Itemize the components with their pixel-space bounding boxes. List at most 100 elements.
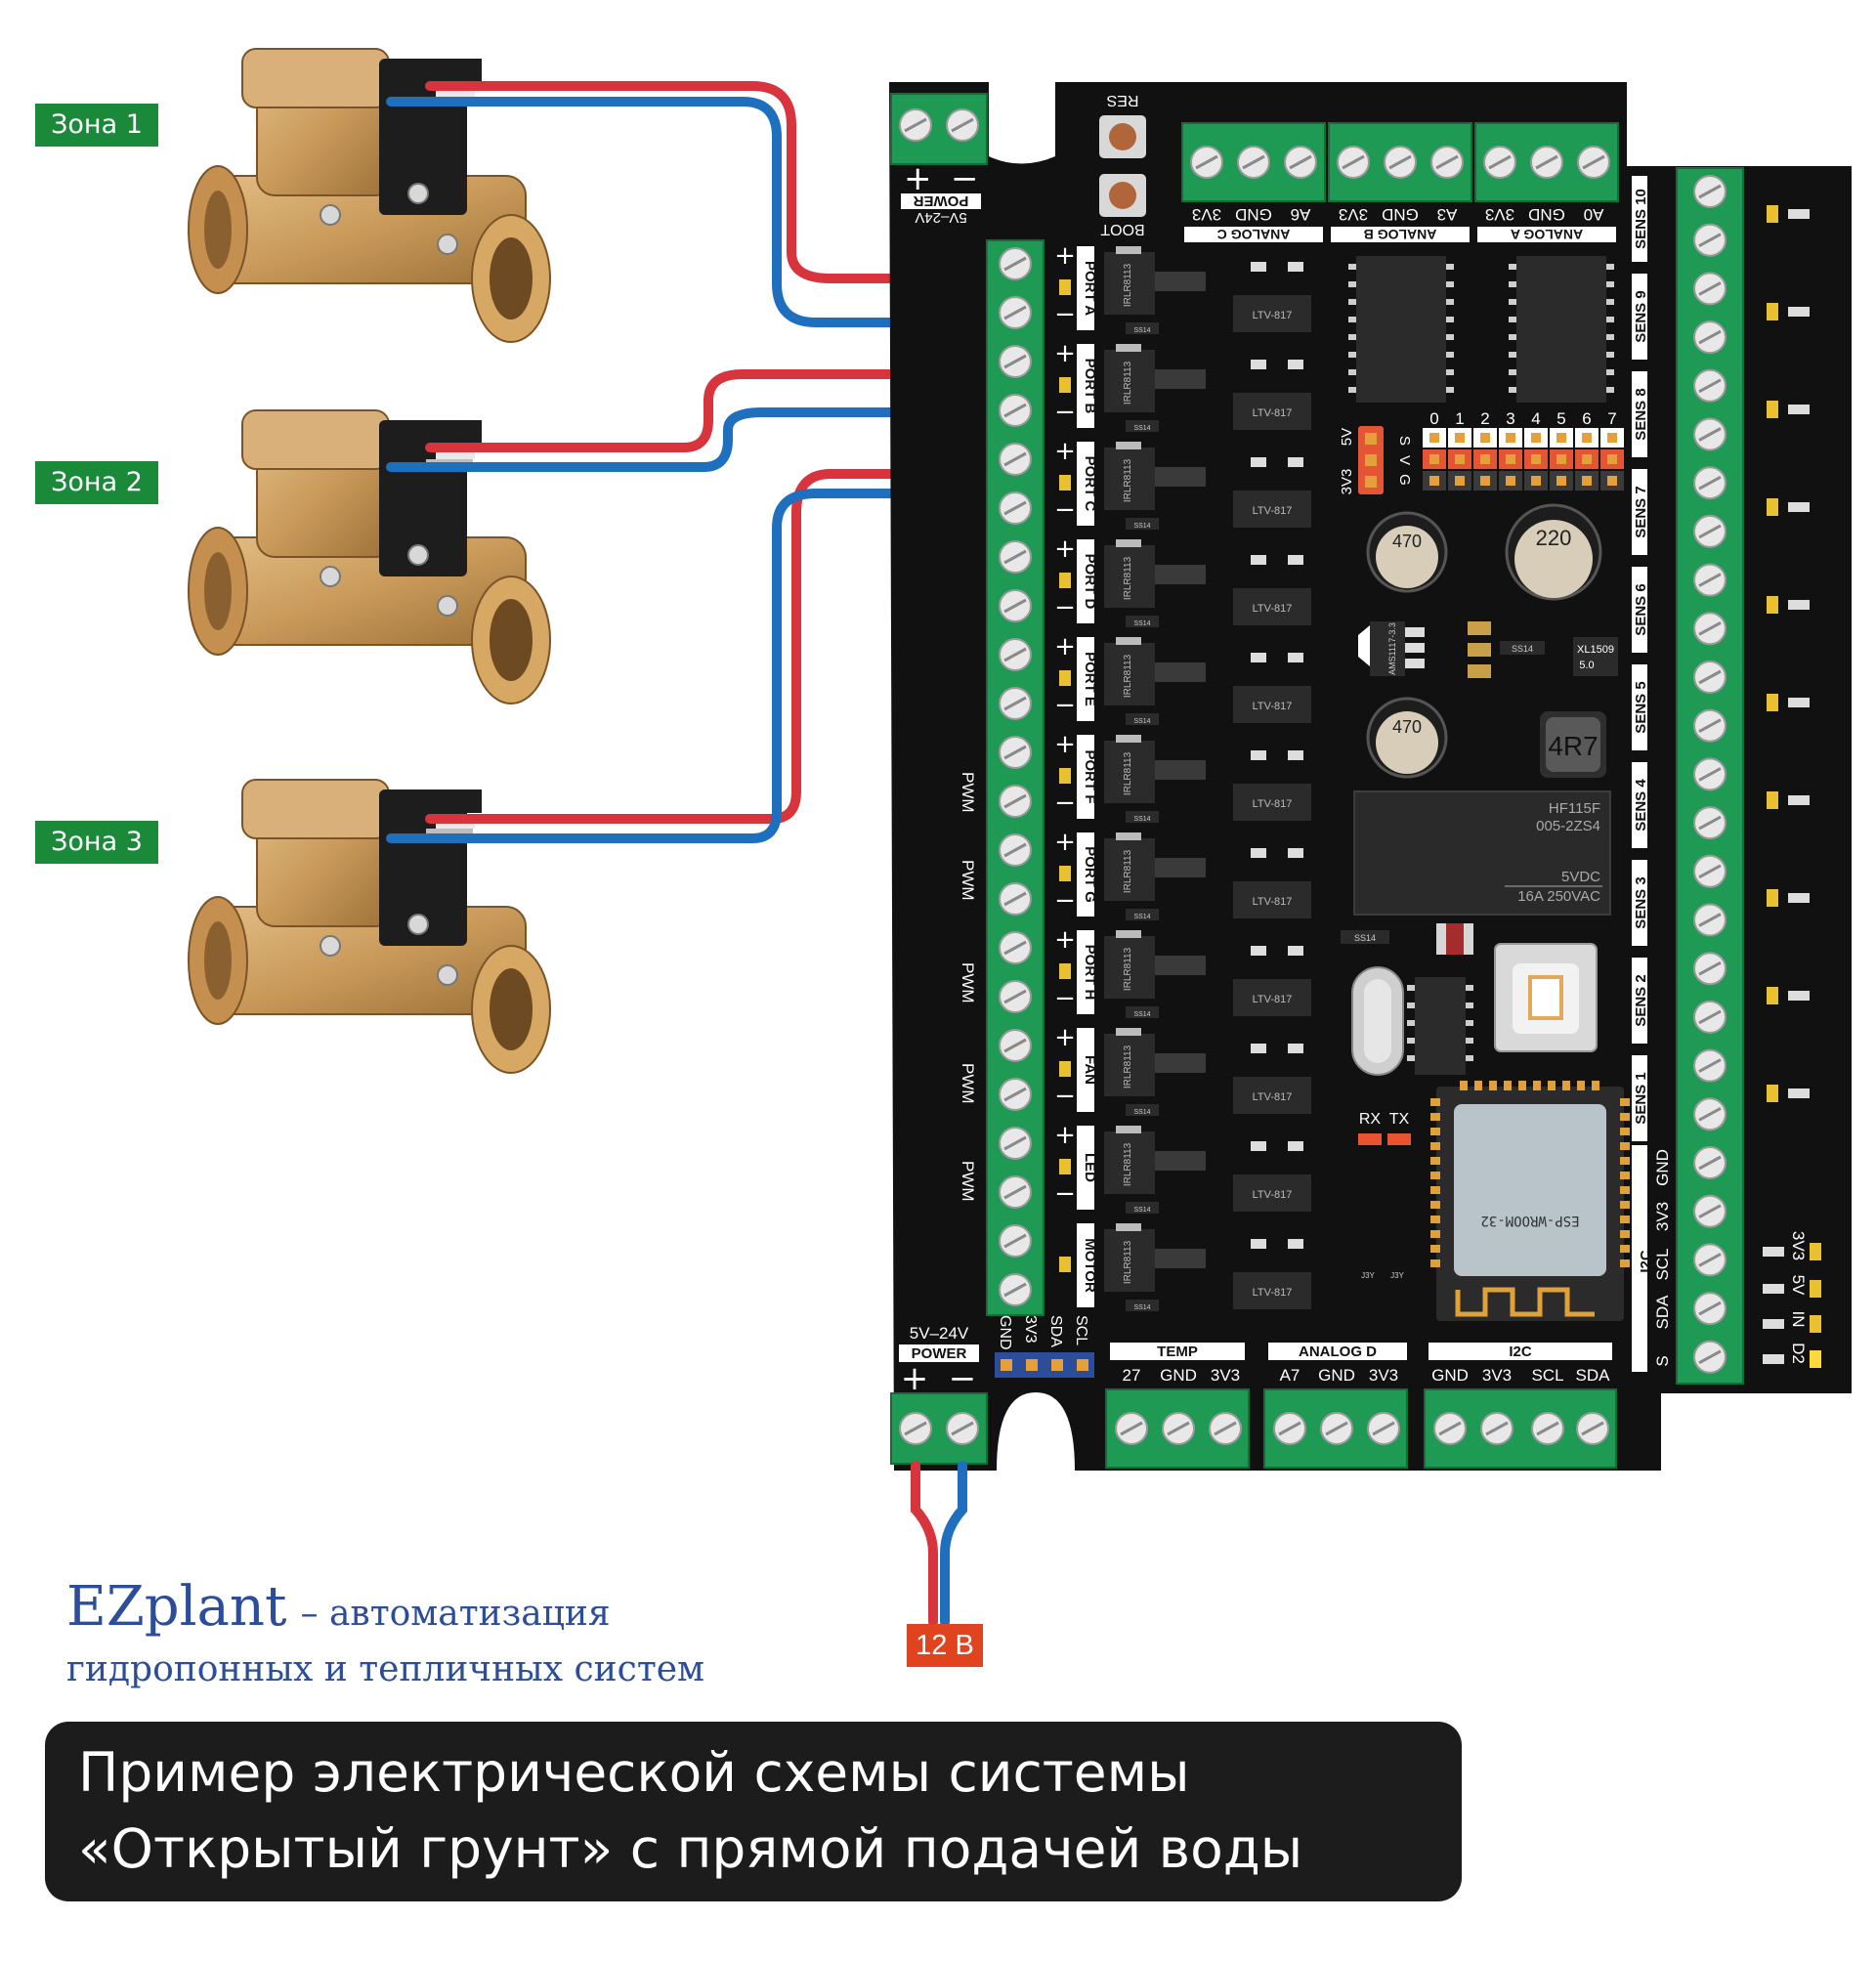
sens-screw <box>1693 1146 1727 1179</box>
capacitor-1 <box>1366 511 1448 593</box>
port-minus: − <box>1054 789 1076 818</box>
sens-bar <box>1632 176 1647 262</box>
sens-resistor <box>1788 209 1810 219</box>
sens-screw <box>1693 272 1727 306</box>
i2c-header <box>995 1352 1094 1378</box>
port-minus: − <box>1054 691 1076 720</box>
sens-label-2: SENS 2 <box>1633 974 1649 1026</box>
diode-label: SS14 <box>1133 1109 1150 1116</box>
port-led <box>1059 670 1071 686</box>
sens-label-9: SENS 9 <box>1633 290 1649 342</box>
port-plus: + <box>1054 437 1076 466</box>
caption-box: Пример электрической схемы системы «Откр… <box>45 1722 1462 1901</box>
mosfet-label: IRLR8113 <box>1123 556 1133 600</box>
port-minus: − <box>1054 593 1076 622</box>
right-i2c-s: S <box>1653 1355 1672 1366</box>
sens-label-3: SENS 3 <box>1633 876 1649 928</box>
pwm-label-3: PWM <box>959 962 977 1003</box>
port-block-1: +−PORT A <box>1054 241 1098 330</box>
power-bottom-terminal <box>890 1392 988 1465</box>
header-row-v: V <box>1396 455 1413 465</box>
right-i2c-gnd: GND <box>1653 1149 1672 1186</box>
port-plus: + <box>1054 339 1076 368</box>
analog-a-label: ANALOG A <box>1511 227 1583 242</box>
boot-button <box>1099 174 1146 217</box>
sens-screws <box>1693 175 1727 1374</box>
sens-screw <box>1693 854 1727 888</box>
diode-2 <box>1341 930 1389 944</box>
port-screw <box>999 687 1032 720</box>
i2c-label: I2C <box>1509 1344 1532 1360</box>
sens-screw <box>1693 1048 1727 1083</box>
power-top-terminal <box>890 93 988 165</box>
mosfet-label: IRLR8113 <box>1123 947 1133 991</box>
port-label-bar <box>1077 442 1094 526</box>
sens-screw <box>1693 952 1727 986</box>
right-i2c-label: I2C <box>1638 1250 1654 1273</box>
port-label-bar <box>1077 1126 1094 1210</box>
brand-tagline-2: гидропонных и тепличных систем <box>66 1649 705 1689</box>
sens-led <box>1767 205 1778 223</box>
pwm-labels: PWM PWM PWM PWM PWM <box>959 772 977 1202</box>
sens-label-5: SENS 5 <box>1633 681 1649 733</box>
bottom-terminals <box>1105 1388 1617 1469</box>
port-screw <box>999 785 1032 818</box>
sens-resistor <box>1788 991 1810 1001</box>
optocoupler-label: LTV-817 <box>1253 407 1293 419</box>
capacitor-2 <box>1366 697 1448 779</box>
mosfet-label: IRLR8113 <box>1123 751 1133 795</box>
port-screw <box>999 491 1032 525</box>
diode-label: SS14 <box>1133 816 1150 823</box>
optocoupler-label: LTV-817 <box>1253 896 1293 908</box>
port-block-3: +−PORT C <box>1054 437 1098 526</box>
optocoupler-label: LTV-817 <box>1253 1091 1293 1103</box>
port-block-6: +−PORT F <box>1054 730 1098 819</box>
sens-screw <box>1693 903 1727 937</box>
port-led <box>1059 377 1071 393</box>
ic-chips <box>1356 256 1606 1075</box>
port-screw <box>999 296 1032 329</box>
header-num-7: 7 <box>1607 409 1616 428</box>
relay-model: HF115F <box>1549 800 1600 817</box>
port-label-bar <box>1077 930 1094 1014</box>
power-top-minus: − <box>951 159 979 198</box>
port-parts: IRLR8113SS14LTV-817IRLR8113SS14LTV-817IR… <box>1104 246 1311 1311</box>
port-minus: − <box>1054 886 1076 916</box>
header-row-g: G <box>1396 474 1413 486</box>
sens-screw <box>1693 661 1727 694</box>
port-label-bar <box>1077 1223 1094 1307</box>
sens-screw <box>1693 1194 1727 1228</box>
relay-rating: 16A 250VAC <box>1517 888 1600 905</box>
power-bottom-range: 5V–24V <box>910 1324 969 1343</box>
port-label-bar <box>1077 735 1094 819</box>
port-minus: − <box>1054 984 1076 1013</box>
port-screw <box>999 589 1032 622</box>
port-label-bar <box>1077 637 1094 721</box>
i2c-header-scl: SCL <box>1073 1315 1089 1345</box>
sens-screw <box>1693 175 1727 208</box>
esp32-label: ESP-WROOM-32 <box>1480 1213 1579 1228</box>
optocoupler-label: LTV-817 <box>1253 603 1293 615</box>
port-screws <box>999 247 1032 1306</box>
mosfet-label: IRLR8113 <box>1123 1045 1133 1088</box>
port-screw <box>999 980 1032 1013</box>
port-label-3: PORT C <box>1082 456 1098 512</box>
sens-resistor <box>1788 698 1810 707</box>
analog-d-pin-gnd: GND <box>1318 1366 1355 1385</box>
port-screw <box>999 1224 1032 1258</box>
sens-bar <box>1632 469 1647 555</box>
port-screw <box>999 833 1032 867</box>
diode-label: SS14 <box>1133 327 1150 334</box>
i2c-pin-3v3: 3V3 <box>1482 1366 1512 1385</box>
analog-b-pin-3v3: 3V3 <box>1339 205 1368 224</box>
sens-bar <box>1632 567 1647 653</box>
port-block-7: +−PORT G <box>1054 828 1098 917</box>
sens-screw <box>1693 1000 1727 1034</box>
zone-1-label: Зона 1 <box>35 104 158 147</box>
port-label-1: PORT A <box>1082 261 1098 316</box>
port-plus: + <box>1054 534 1076 564</box>
